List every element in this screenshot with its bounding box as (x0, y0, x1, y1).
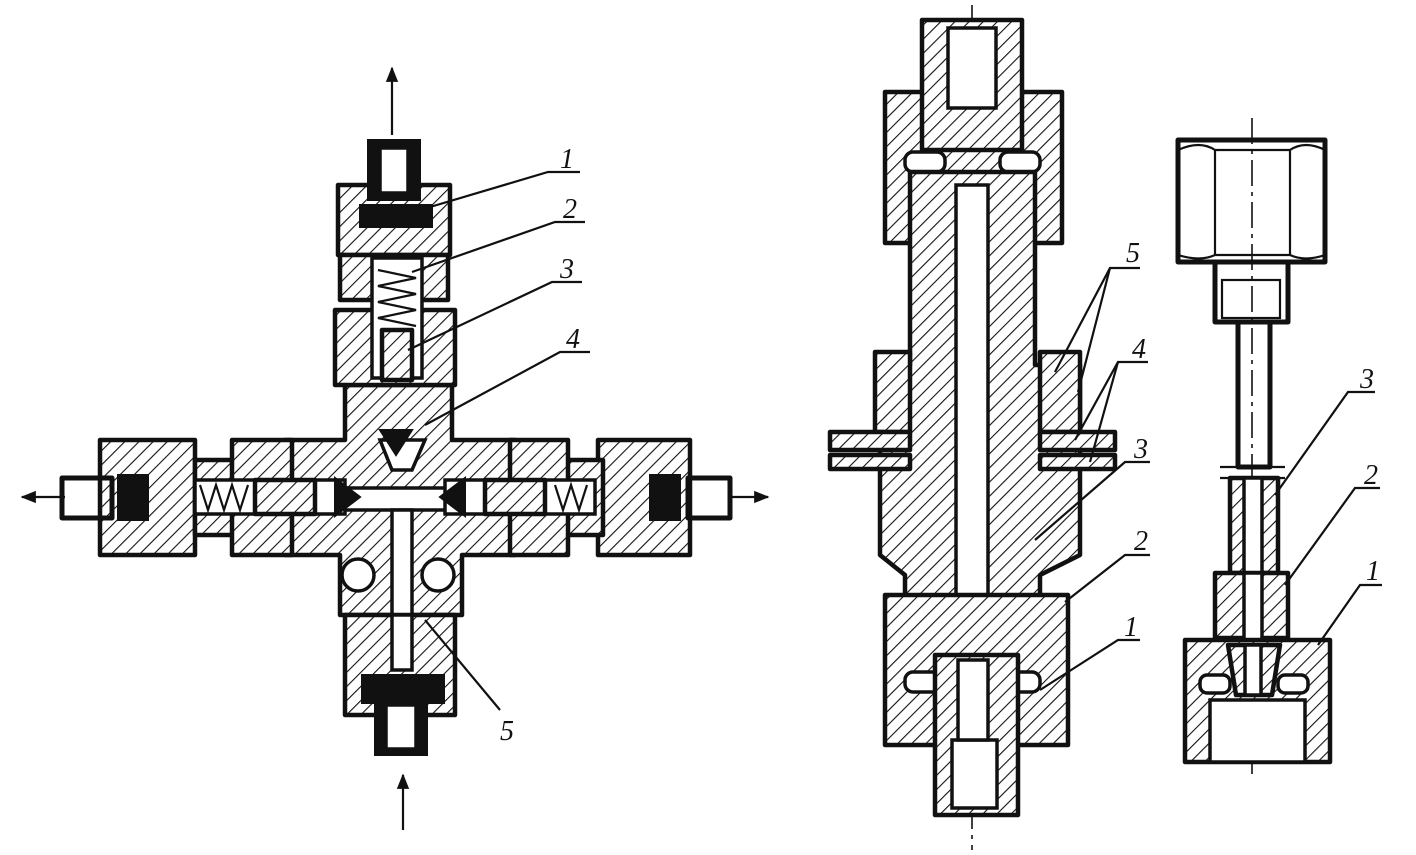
callout-right-1: 1 (1366, 556, 1380, 587)
left-seat (334, 475, 362, 519)
middle-top-fitting-bore (946, 26, 998, 110)
callout-left-3: 3 (559, 254, 574, 285)
mounting-hole-right (420, 557, 456, 593)
middle-washer-left (827, 429, 913, 453)
leader-4 (424, 350, 590, 426)
middle-washer-right-2 (1037, 452, 1118, 472)
top-tube-bore (378, 146, 410, 195)
right-seat (438, 475, 466, 519)
right-leader-2 (1284, 486, 1380, 586)
middle-leader-1 (1039, 638, 1140, 691)
middle-leader-2 (1064, 553, 1150, 603)
hex-nut-collar-inner (1220, 278, 1282, 320)
callout-right-3: 3 (1359, 364, 1374, 395)
left-poppet (252, 477, 318, 517)
top-spring (377, 268, 417, 328)
left-spring (198, 481, 250, 514)
callout-middle-4: 4 (1132, 334, 1146, 365)
middle-leader-3 (1034, 460, 1150, 541)
cross-valve-assembly: 1 2 3 4 5 (20, 66, 770, 830)
callout-middle-5: 5 (1126, 238, 1140, 269)
top-ferrule (359, 204, 433, 228)
callout-left-5: 5 (500, 716, 514, 747)
leader-1 (419, 170, 580, 212)
leader-3 (407, 280, 582, 351)
bottom-union-groove-right (1276, 673, 1310, 695)
callout-left-2: 2 (563, 194, 577, 225)
bottom-union-cavity (1208, 698, 1307, 764)
bottom-ferrule (361, 674, 445, 704)
callout-middle-3: 3 (1133, 434, 1148, 465)
leader-2 (411, 220, 585, 274)
middle-top-groove-right (998, 150, 1042, 174)
right-spring (553, 481, 589, 514)
hex-nut-faces (1177, 143, 1326, 260)
middle-bore (954, 183, 990, 657)
right-poppet (482, 477, 548, 517)
left-tube (59, 475, 115, 521)
bottom-union-cone-bore (1243, 643, 1263, 697)
middle-nut-plate (872, 349, 913, 435)
leader-5 (424, 619, 501, 711)
middle-washer-left-2 (827, 452, 913, 472)
top-valve-poppet (379, 327, 415, 383)
hex-nut-top (1175, 137, 1328, 265)
middle-leader-4b (1088, 361, 1120, 463)
bottom-bore (390, 613, 414, 672)
callout-middle-1: 1 (1124, 612, 1138, 643)
callout-left-1: 1 (560, 144, 574, 175)
middle-bottom-bore (956, 658, 990, 742)
top-valve-seat (378, 429, 414, 457)
middle-bottom-fitting-bore (950, 738, 999, 810)
middle-leader-5b (1076, 267, 1112, 393)
middle-top-groove-left (903, 150, 947, 174)
callout-left-4: 4 (566, 324, 580, 355)
right-leader-1 (1317, 583, 1382, 646)
tube-nipple-bore (1242, 571, 1264, 645)
right-ferrule (649, 474, 681, 521)
right-tube (685, 475, 733, 521)
callout-right-2: 2 (1364, 460, 1378, 491)
mounting-hole-left (340, 557, 376, 593)
tube-nut-assembly: 3 2 1 (1175, 118, 1382, 780)
tube-upper (1235, 319, 1273, 470)
bottom-tube-bore (384, 703, 418, 751)
bottom-union-groove-left (1198, 673, 1232, 695)
middle-leader-4a (1074, 360, 1148, 441)
bulkhead-union-assembly: 5 4 3 2 1 (827, 5, 1150, 850)
left-ferrule (117, 474, 149, 521)
callout-middle-2: 2 (1134, 526, 1148, 557)
right-leader-3 (1274, 390, 1375, 496)
